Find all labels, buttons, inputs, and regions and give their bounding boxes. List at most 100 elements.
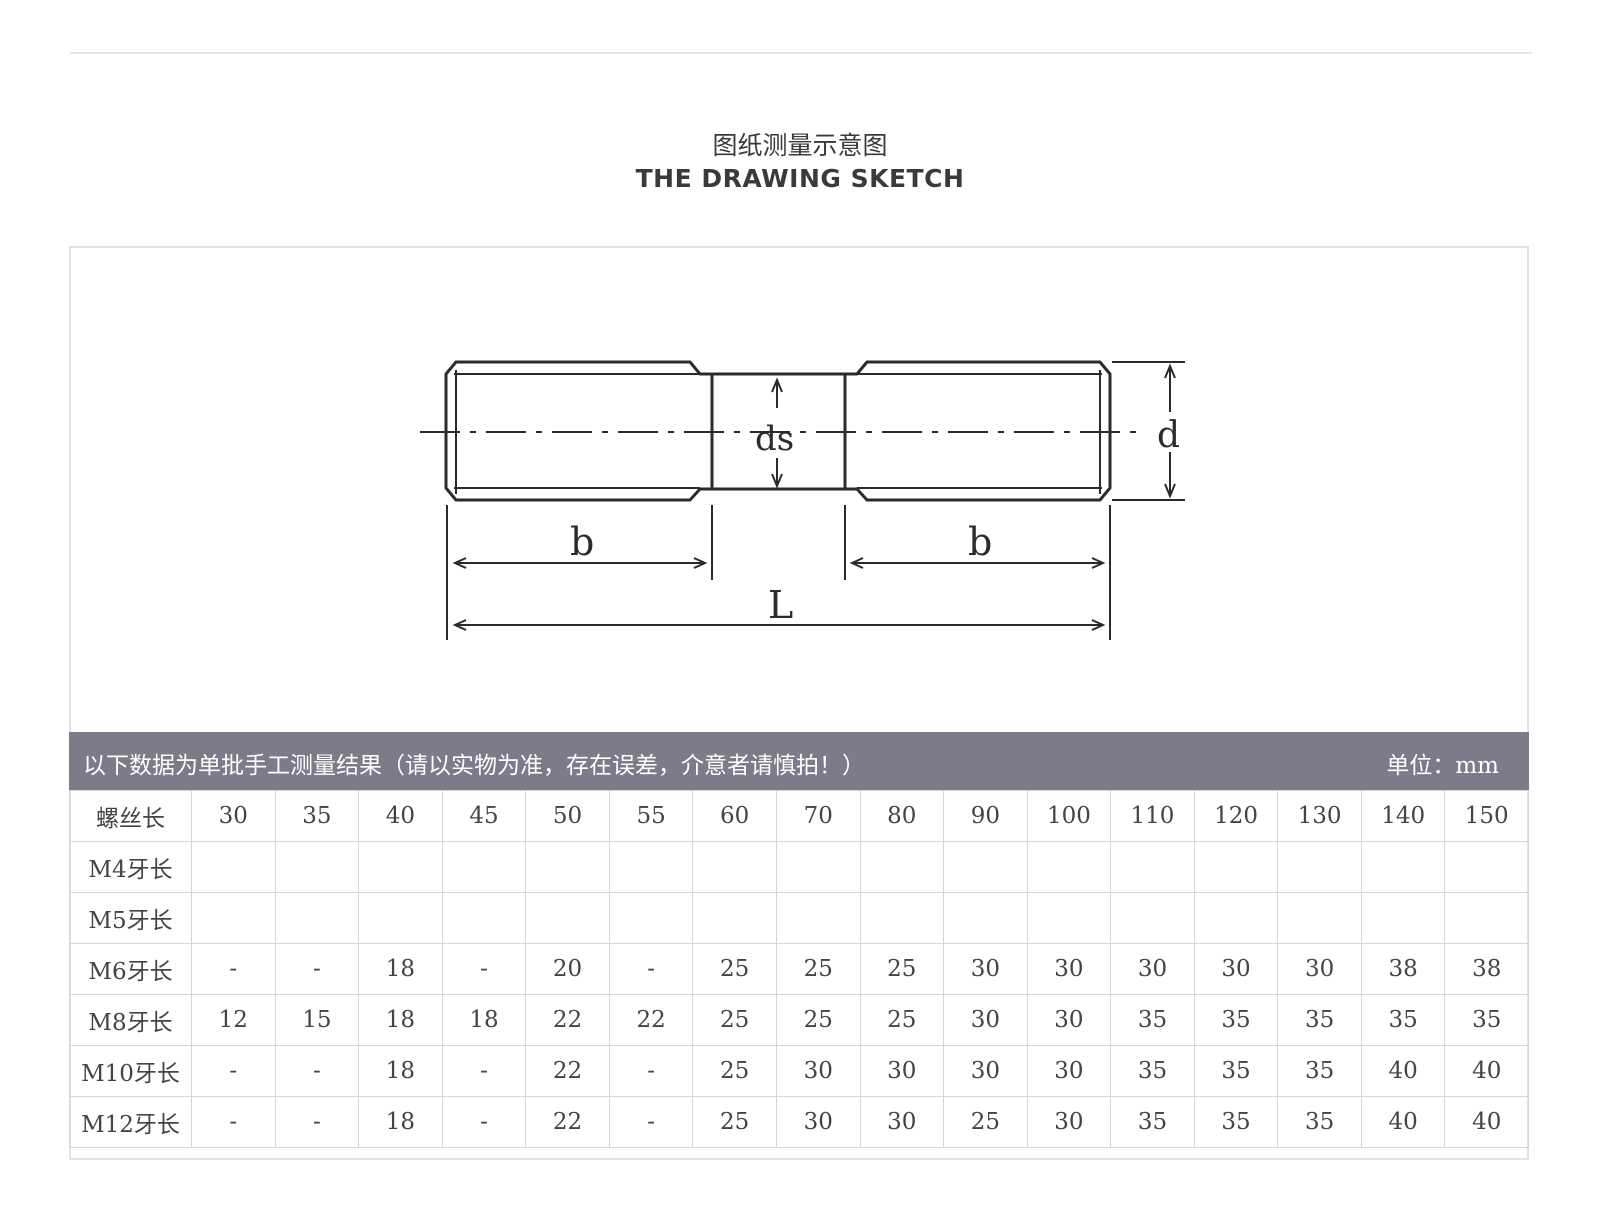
table-cell: 40 <box>1360 1096 1446 1148</box>
row-label-cell: M8牙长 <box>69 994 192 1046</box>
length-header-cell: 80 <box>859 790 945 842</box>
table-cell: - <box>191 1045 276 1097</box>
table-cell <box>1110 841 1195 893</box>
length-header-cell: 120 <box>1193 790 1279 842</box>
table-cell: 35 <box>1193 1096 1279 1148</box>
table-cell <box>1360 892 1446 944</box>
length-header-cell: 150 <box>1444 790 1529 842</box>
table-cell: 25 <box>859 994 945 1046</box>
table-cell: 30 <box>943 994 1028 1046</box>
length-header-cell: 50 <box>525 790 610 842</box>
table-cell: 25 <box>692 1096 777 1148</box>
table-cell: 35 <box>1360 994 1446 1046</box>
table-cell <box>1193 892 1279 944</box>
table-cell <box>692 892 777 944</box>
row-label-cell: M10牙长 <box>69 1045 192 1097</box>
table-cell: 38 <box>1444 943 1529 995</box>
table-cell <box>274 892 360 944</box>
table-cell: 22 <box>525 994 610 1046</box>
table-cell: 18 <box>358 994 443 1046</box>
table-cell: 30 <box>943 1045 1028 1097</box>
table-cell: - <box>441 1045 527 1097</box>
table-cell <box>775 892 861 944</box>
table-cell <box>1026 892 1112 944</box>
table-cell: 30 <box>775 1096 861 1148</box>
table-cell: 30 <box>1277 943 1362 995</box>
table-cell: 25 <box>943 1096 1028 1148</box>
table-cell: 35 <box>1110 994 1195 1046</box>
table-cell <box>943 892 1028 944</box>
top-divider <box>70 52 1532 54</box>
table-cell: 35 <box>1110 1096 1195 1148</box>
length-header-cell: 35 <box>274 790 360 842</box>
length-header-cell: 70 <box>775 790 861 842</box>
table-cell: 35 <box>1444 994 1529 1046</box>
table-cell: - <box>441 1096 527 1148</box>
table-cell: 15 <box>274 994 360 1046</box>
table-cell: 25 <box>775 943 861 995</box>
b-right-label: b <box>968 520 992 564</box>
table-cell: - <box>274 1096 360 1148</box>
length-header-cell: 110 <box>1110 790 1195 842</box>
row-label-cell: M12牙长 <box>69 1096 192 1148</box>
table-cell: 35 <box>1193 1045 1279 1097</box>
table-cell: 18 <box>358 1045 443 1097</box>
table-cell: 38 <box>1360 943 1446 995</box>
length-header-cell: 100 <box>1026 790 1112 842</box>
table-cell: 40 <box>1360 1045 1446 1097</box>
table-cell: 30 <box>943 943 1028 995</box>
table-cell <box>441 841 527 893</box>
table-cell: 40 <box>1444 1096 1529 1148</box>
row-label-cell: M5牙长 <box>69 892 192 944</box>
stud-bolt-drawing: ds d b b L <box>420 360 1185 640</box>
length-header-cell: 140 <box>1360 790 1446 842</box>
L-label: L <box>768 583 793 627</box>
table-cell: - <box>191 943 276 995</box>
table-cell: - <box>274 1045 360 1097</box>
table-row: M4牙长 <box>69 841 1529 893</box>
table-cell: 20 <box>525 943 610 995</box>
table-cell <box>943 841 1028 893</box>
table-cell: 35 <box>1110 1045 1195 1097</box>
table-cell: 30 <box>859 1096 945 1148</box>
table-cell <box>1277 892 1362 944</box>
table-cell: 25 <box>775 994 861 1046</box>
table-cell <box>692 841 777 893</box>
table-cell <box>525 892 610 944</box>
table-cell <box>1444 841 1529 893</box>
length-header-cell: 130 <box>1277 790 1362 842</box>
table-cell <box>1193 841 1279 893</box>
length-header-cell: 30 <box>191 790 276 842</box>
table-cell: - <box>274 943 360 995</box>
table-cell: 25 <box>692 1045 777 1097</box>
length-header-cell: 55 <box>608 790 694 842</box>
table-cell: 35 <box>1277 1045 1362 1097</box>
table-cell <box>775 841 861 893</box>
table-cell: 30 <box>1193 943 1279 995</box>
table-cell: 22 <box>525 1096 610 1148</box>
table-cell: 30 <box>1026 1096 1112 1148</box>
sketch-panel <box>69 246 1529 1160</box>
table-cell: - <box>608 1096 694 1148</box>
table-cell <box>358 841 443 893</box>
table-cell <box>1110 892 1195 944</box>
table-cell <box>1026 841 1112 893</box>
table-cell <box>859 841 945 893</box>
table-cell: - <box>441 943 527 995</box>
table-cell: 30 <box>1026 994 1112 1046</box>
table-cell: 40 <box>1444 1045 1529 1097</box>
table-cell <box>191 841 276 893</box>
table-cell: 12 <box>191 994 276 1046</box>
measurement-note: 以下数据为单批手工测量结果（请以实物为准，存在误差，介意者请慎拍！） <box>83 753 865 779</box>
row-label-cell: M6牙长 <box>69 943 192 995</box>
table-cell: 30 <box>775 1045 861 1097</box>
table-cell <box>274 841 360 893</box>
table-cell <box>441 892 527 944</box>
table-cell <box>859 892 945 944</box>
length-header-cell: 45 <box>441 790 527 842</box>
b-left-label: b <box>570 520 594 564</box>
table-cell <box>191 892 276 944</box>
